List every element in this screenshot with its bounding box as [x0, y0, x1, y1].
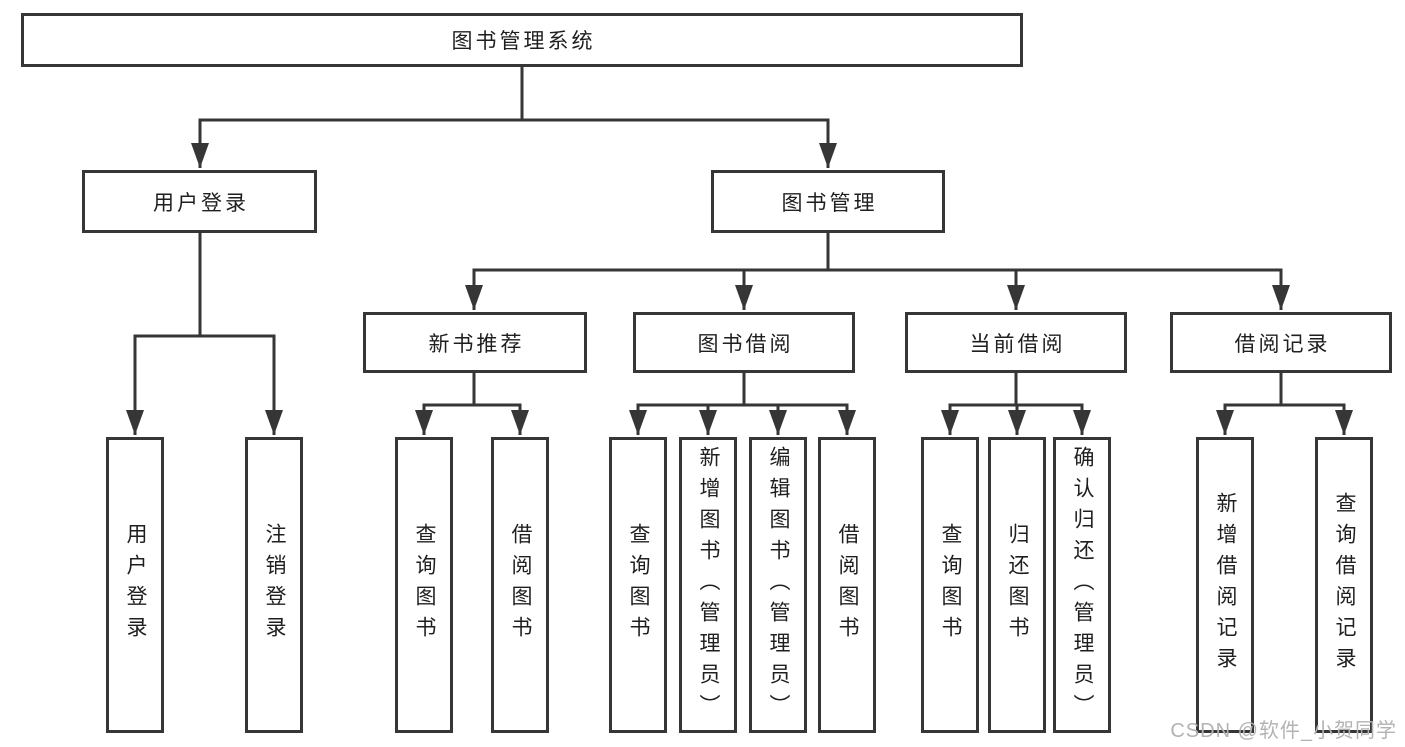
leaf-confirm-return-admin: 确认归还（管理员） [1053, 437, 1111, 733]
leaf-edit-book-admin: 编辑图书（管理员） [749, 437, 807, 733]
leaf-return-book: 归还图书 [988, 437, 1046, 733]
node-label: 用户登录 [153, 191, 249, 215]
node-borrowing-records: 借阅记录 [1170, 312, 1392, 373]
node-label: 当前借阅 [969, 332, 1066, 356]
node-label: 借阅图书 [509, 523, 532, 647]
leaf-query-books-recommend: 查询图书 [395, 437, 453, 733]
node-new-book-recommend: 新书推荐 [363, 312, 587, 373]
leaf-borrow-books: 借阅图书 [818, 437, 876, 733]
node-label: 确认归还（管理员） [1071, 445, 1094, 725]
leaf-query-borrow-record: 查询借阅记录 [1315, 437, 1373, 733]
node-label: 新增图书（管理员） [697, 445, 720, 725]
node-label: 图书借阅 [697, 332, 794, 356]
leaf-add-book-admin: 新增图书（管理员） [679, 437, 737, 733]
node-label: 查询图书 [413, 523, 436, 647]
node-label: 编辑图书（管理员） [767, 445, 790, 725]
node-label: 查询图书 [939, 523, 962, 647]
node-label: 新书推荐 [428, 332, 525, 356]
node-user-login-branch: 用户登录 [82, 170, 317, 233]
node-book-management: 图书管理 [711, 170, 945, 233]
node-root-system: 图书管理系统 [21, 13, 1023, 67]
node-label: 用户登录 [124, 523, 147, 647]
leaf-add-borrow-record: 新增借阅记录 [1196, 437, 1254, 733]
csdn-watermark: CSDN @软件_小贺同学 [1170, 720, 1397, 742]
node-label: 查询图书 [627, 523, 650, 647]
node-book-borrowing: 图书借阅 [633, 312, 855, 373]
leaf-borrow-books-recommend: 借阅图书 [491, 437, 549, 733]
leaf-query-books-current: 查询图书 [921, 437, 979, 733]
node-label: 图书管理 [781, 191, 878, 215]
node-label: 新增借阅记录 [1214, 492, 1237, 678]
leaf-query-books-borrow: 查询图书 [609, 437, 667, 733]
leaf-user-login: 用户登录 [106, 437, 164, 733]
node-label: 注销登录 [263, 523, 286, 647]
node-current-borrowing: 当前借阅 [905, 312, 1127, 373]
node-label: 借阅图书 [836, 523, 859, 647]
node-label: 归还图书 [1006, 523, 1029, 647]
node-label: 借阅记录 [1234, 332, 1331, 356]
node-label: 查询借阅记录 [1333, 492, 1356, 678]
leaf-logout: 注销登录 [245, 437, 303, 733]
node-label: 图书管理系统 [451, 30, 596, 53]
